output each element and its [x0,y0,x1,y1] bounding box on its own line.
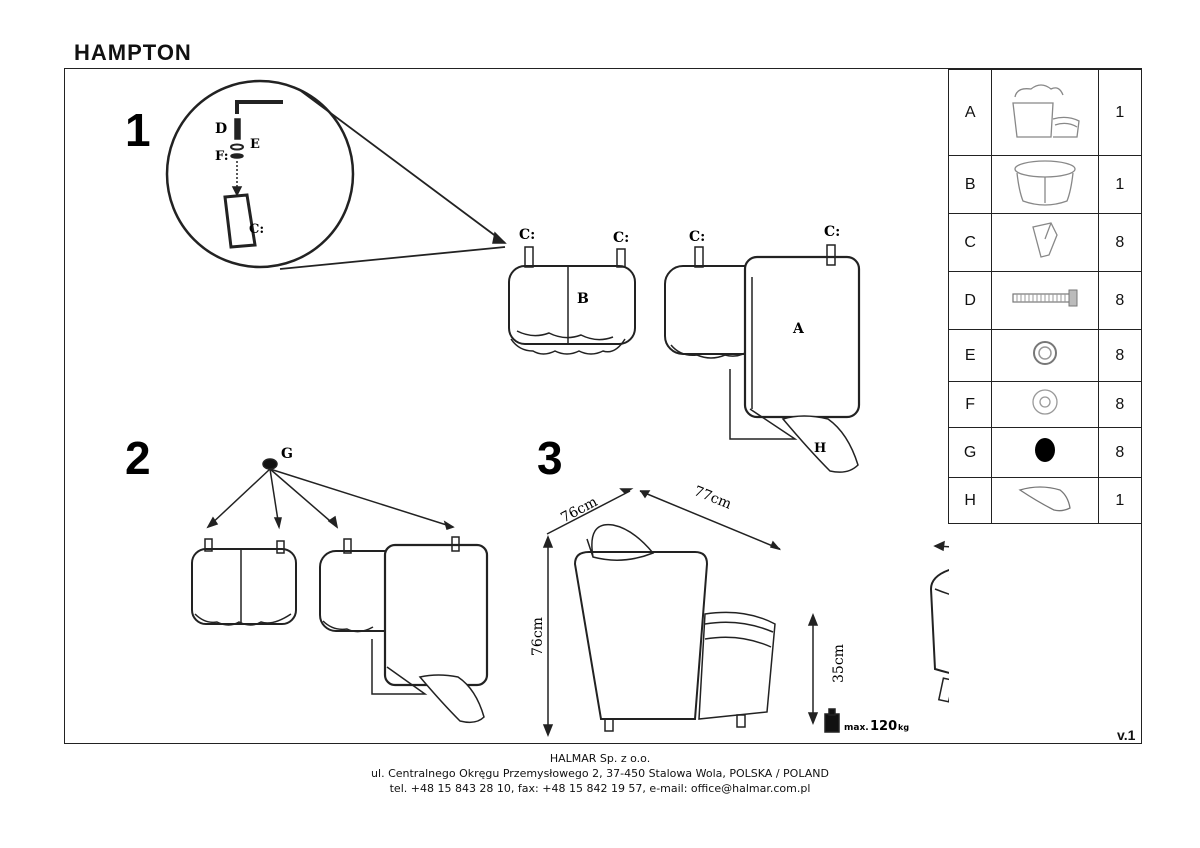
label-c-2: C: [613,230,629,246]
part-letter: C [947,213,993,272]
label-f: F: [215,149,229,164]
part-qty: 8 [1097,329,1143,382]
parts-list: A 1 B 1 C [947,69,1143,524]
label-c-4: C: [824,224,840,240]
ottoman-upside-down [508,246,636,355]
parts-row: C 8 [947,213,1143,272]
dim-chair-depth: 76cm [558,494,600,526]
max-load-value: 120 [870,719,897,734]
spring-washer-icon [1033,341,1058,365]
glide-pad-icon [262,458,278,470]
part-letter: D [947,271,993,330]
dim-seat-height: 35cm [831,644,847,683]
leg-icon [1032,222,1058,258]
part-qty: 8 [1097,271,1143,330]
parts-row: G 8 [947,427,1143,478]
weight-icon [824,713,840,733]
detail-circle [165,79,355,269]
label-d: D [215,121,227,137]
part-qty: 8 [1097,213,1143,272]
part-letter: E [947,329,993,382]
armchair-assembled [542,488,840,738]
part-letter: B [947,155,993,214]
label-c-1: C: [519,227,535,243]
step-2-number: 2 [125,432,151,484]
armchair-icon [1012,84,1080,138]
label-c-3: C: [689,229,705,245]
armchair-with-glides [319,536,489,724]
part-qty: 1 [1097,155,1143,214]
step-1-number: 1 [125,104,151,156]
dim-chair-height: 76cm [530,617,546,656]
label-c-detail: C: [249,222,264,237]
ottoman-with-glides [191,538,297,626]
part-qty: 8 [1097,427,1143,478]
glide-pad-icon [1035,438,1056,462]
label-g: G [281,446,293,462]
part-letter: H [947,477,993,524]
max-load-prefix: max. [844,723,869,733]
parts-row: B 1 [947,155,1143,214]
part-qty: 8 [1097,381,1143,428]
footer-contact: tel. +48 15 843 28 10, fax: +48 15 842 1… [389,782,811,795]
assembly-drawing: 1 2 3 D E F: C: C: C: C: C: B A H G 76cm… [125,79,949,738]
ottoman-icon [1014,160,1076,206]
footer-address: ul. Centralnego Okręgu Przemysłowego 2, … [371,767,829,780]
ottoman-assembled [929,540,949,703]
part-letter: A [947,69,993,156]
label-h: H [814,441,826,456]
page-title: HAMPTON [74,40,192,65]
parts-row: A 1 [947,69,1143,156]
bolt-icon [1012,289,1078,307]
part-letter: G [947,427,993,478]
label-e: E [250,137,260,152]
parts-row: H 1 [947,477,1143,524]
part-qty: 1 [1097,477,1143,524]
part-letter: F [947,381,993,428]
armchair-upside-down [664,244,861,473]
parts-row: F 8 [947,381,1143,428]
parts-row: E 8 [947,329,1143,382]
instruction-frame [64,68,1142,744]
dim-chair-width: 77cm [692,483,734,512]
version-label: v.1 [1117,727,1136,743]
footer: HALMAR Sp. z o.o. ul. Centralnego Okręgu… [0,751,1200,796]
footer-company: HALMAR Sp. z o.o. [549,752,651,765]
step-3-number: 3 [537,432,563,484]
part-qty: 1 [1097,69,1143,156]
label-b: B [577,291,589,307]
cushion-icon [1018,486,1071,512]
flat-washer-icon [1032,389,1058,415]
max-load-unit: kg [898,723,909,732]
label-a: A [792,321,805,337]
parts-row: D 8 [947,271,1143,330]
